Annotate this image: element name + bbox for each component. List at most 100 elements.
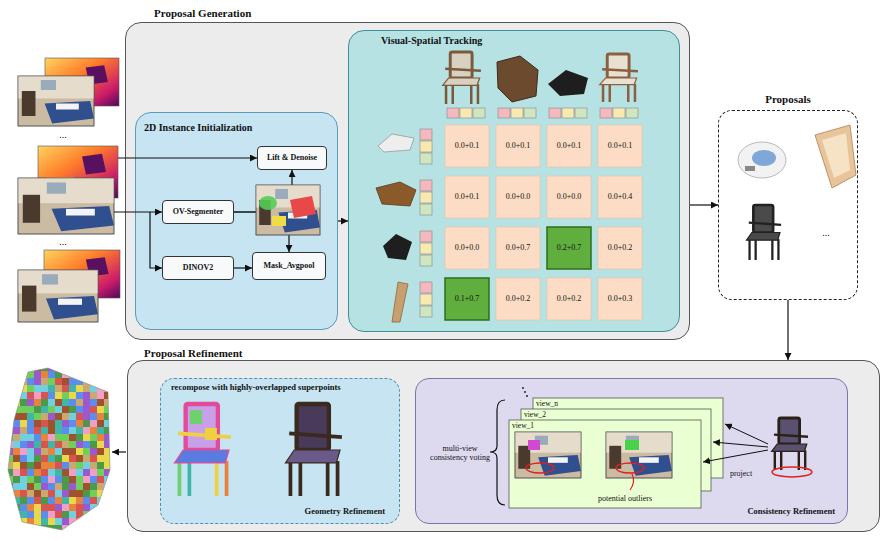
superpoint-patch	[48, 441, 55, 448]
superpoint-patch	[55, 532, 62, 539]
superpoint-patch	[90, 434, 97, 441]
superpoint-patch	[55, 483, 62, 490]
superpoint-patch	[90, 448, 97, 455]
superpoint-patch	[97, 392, 104, 399]
superpoint-patch	[111, 406, 118, 413]
superpoint-patch	[55, 427, 62, 434]
superpoint-patch	[104, 413, 111, 420]
superpoint-patch	[76, 518, 83, 525]
superpoint-patch	[34, 399, 41, 406]
superpoint-patch	[48, 511, 55, 518]
chair-leg	[445, 84, 448, 104]
superpoint-patch	[34, 518, 41, 525]
proposal-object	[752, 150, 776, 166]
superpoint-patch	[90, 469, 97, 476]
ellipsis-dot	[526, 395, 528, 397]
table-cell: 0.0+0.3	[608, 294, 633, 303]
superpoint-patch	[41, 434, 48, 441]
superpoint-patch	[76, 483, 83, 490]
table-cell: 0.0+0.2	[506, 294, 531, 303]
superpoint-patch	[27, 448, 34, 455]
superpoint-patch	[34, 483, 41, 490]
superpoint-patch	[48, 490, 55, 497]
superpoint-patch	[83, 490, 90, 497]
superpoint-patch	[41, 483, 48, 490]
illustration-part	[18, 178, 114, 234]
superpoint-patch	[111, 413, 118, 420]
superpoint-patch	[111, 511, 118, 518]
table-cell: 0.0+0.0	[455, 243, 480, 252]
superpoint-patch	[97, 399, 104, 406]
superpoint-patch	[55, 455, 62, 462]
superpoint-patch	[55, 448, 62, 455]
table-cell: 0.0+0.4	[608, 192, 633, 201]
superpoint-patch	[97, 427, 104, 434]
score-cell	[496, 125, 540, 167]
superpoint-patch	[20, 462, 27, 469]
superpoint-patch	[83, 483, 90, 490]
annotation-text: ...	[822, 227, 830, 239]
superpoint-patch	[27, 504, 34, 511]
outlier-ring	[616, 463, 644, 473]
score-cell	[445, 278, 489, 320]
mask-patch	[272, 216, 286, 226]
superpoint-patch	[34, 511, 41, 518]
chair-seat	[600, 78, 637, 85]
superpoint-patch	[104, 497, 111, 504]
table-cell: 0.0+0.2	[608, 243, 633, 252]
illustration-part	[515, 432, 581, 478]
superpoint-patch	[6, 385, 13, 392]
superpoint-patch	[62, 378, 69, 385]
feature-square	[420, 204, 432, 215]
superpoint-patch	[97, 518, 104, 525]
chair-arm	[289, 433, 342, 437]
superpoint-patch	[20, 364, 27, 371]
superpoint-patch	[83, 476, 90, 483]
score-cell	[598, 278, 642, 320]
superpoint-patch	[90, 525, 97, 532]
superpoint-patch	[90, 511, 97, 518]
superpoint-patch	[13, 532, 20, 539]
outlier-ring	[772, 467, 812, 477]
superpoint-patch	[34, 455, 41, 462]
superpoint-patch	[55, 392, 62, 399]
superpoint-patch	[104, 434, 111, 441]
superpoint-patch	[111, 483, 118, 490]
feature-square	[511, 108, 523, 118]
superpoint-patch	[83, 469, 90, 476]
superpoint-patch	[27, 399, 34, 406]
superpoint-patch	[27, 476, 34, 483]
superpoint-patch	[90, 406, 97, 413]
superpoint-patch	[55, 413, 62, 420]
superpoint-patch	[90, 518, 97, 525]
superpoint-patch	[55, 441, 62, 448]
superpoint-patch	[55, 420, 62, 427]
chair-figure	[174, 404, 230, 496]
superpoint-patch	[97, 462, 104, 469]
superpoint-patch	[55, 518, 62, 525]
table-cell: 0.0+0.1	[506, 141, 531, 150]
superpoint-patch	[69, 364, 76, 371]
superpoint-patch	[205, 428, 217, 440]
illustration-part	[18, 178, 114, 234]
superpoint-patch	[34, 427, 41, 434]
superpoint-patch	[62, 490, 69, 497]
superpoint-patch	[55, 462, 62, 469]
superpoint-patch	[69, 406, 76, 413]
superpoint-patch	[27, 406, 34, 413]
superpoint-patch	[13, 371, 20, 378]
leader-line	[630, 474, 634, 490]
chair-arm	[445, 69, 481, 71]
superpoint-patch	[34, 532, 41, 539]
illustration-part	[45, 101, 94, 124]
illustration-part	[275, 189, 288, 199]
superpoint-patch	[111, 455, 118, 462]
feature-square	[473, 108, 485, 118]
superpoint-patch	[104, 504, 111, 511]
superpoint-patch	[62, 462, 69, 469]
superpoint-patch	[62, 483, 69, 490]
superpoint-patch	[97, 378, 104, 385]
annotation-text: potential outliers	[598, 494, 652, 503]
superpoint-patch	[111, 364, 118, 371]
mask-patch	[528, 440, 540, 450]
